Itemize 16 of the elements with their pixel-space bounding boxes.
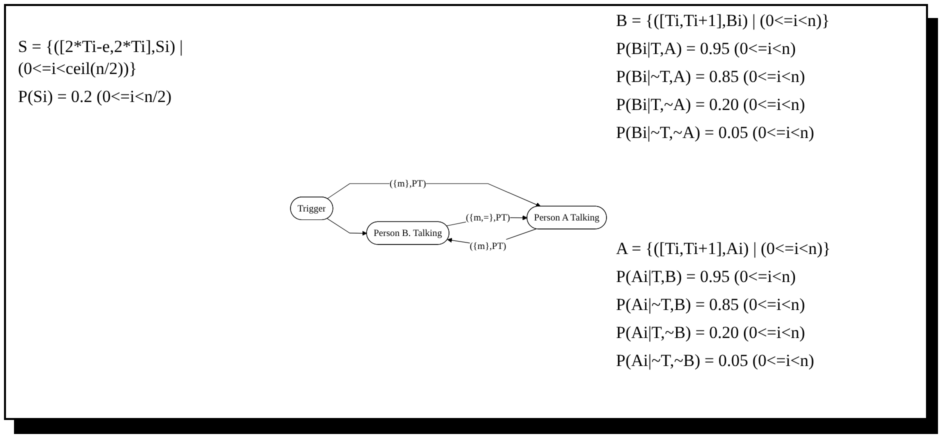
formula-text: P(Bi|~T,A) = 0.85 (0<=i<n): [616, 66, 806, 88]
formula-text: P(Ai|~T,~B) = 0.05 (0<=i<n): [616, 350, 816, 372]
formula-text: P(Bi|T,~A) = 0.20 (0<=i<n): [616, 94, 806, 116]
edge-label: ({m},PT): [470, 240, 506, 252]
edge-label: ({m,=},PT): [466, 212, 510, 223]
edge-label: ({m},PT): [390, 178, 426, 190]
formula-text: P(Si) = 0.2 (0<=i<n/2): [18, 86, 173, 108]
formula-text: P(Ai|T,B) = 0.95 (0<=i<n): [616, 266, 797, 288]
formula-text: B = {([Ti,Ti+1],Bi) | (0<=i<n)}: [616, 10, 831, 32]
formula-text: P(Bi|T,A) = 0.95 (0<=i<n): [616, 38, 797, 60]
formula-text: S = {([2*Ti-e,2*Ti],Si) | (0<=i<ceil(n/2))}: [18, 36, 184, 80]
formula-text: A = {([Ti,Ti+1],Ai) | (0<=i<n)}: [616, 238, 832, 260]
formula-text: P(Ai|~T,B) = 0.85 (0<=i<n): [616, 294, 806, 316]
formula-text: P(Bi|~T,~A) = 0.05 (0<=i<n): [616, 122, 816, 144]
formula-text: P(Ai|T,~B) = 0.20 (0<=i<n): [616, 322, 806, 344]
arrow: [327, 218, 368, 236]
